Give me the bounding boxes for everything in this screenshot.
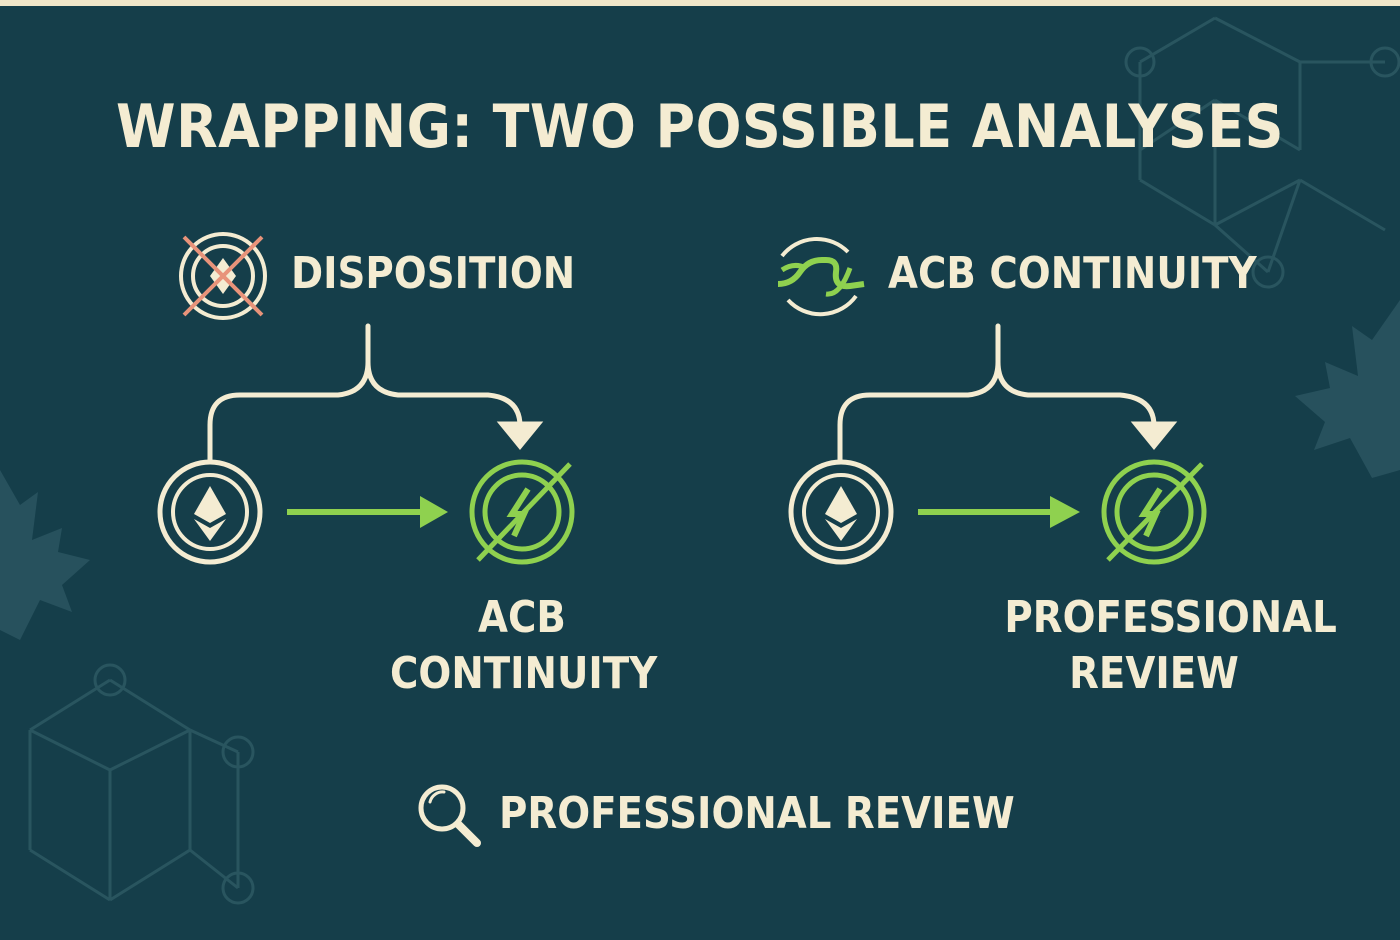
ethereum-coin-icon (788, 459, 894, 565)
right-result-line1: PROFESSIONAL (1004, 592, 1337, 643)
maple-leaf-left (0, 470, 90, 640)
wrapped-token-icon (469, 459, 575, 565)
right-result-label: PROFESSIONAL REVIEW (1004, 590, 1337, 702)
network-graphic-top-right (1124, 16, 1400, 289)
crossed-coin-icon (179, 232, 267, 320)
left-heading: DISPOSITION (291, 248, 576, 299)
continuity-wave-icon (777, 237, 865, 317)
left-split-brace (207, 323, 544, 465)
right-split-brace (837, 323, 1178, 465)
footer-label: PROFESSIONAL REVIEW (499, 788, 1015, 839)
left-result-label: ACB CONTINUITY (390, 590, 658, 702)
top-border (0, 0, 1400, 6)
magnifier-icon (418, 784, 481, 847)
maple-leaf-right (1295, 300, 1400, 478)
left-transfer-arrow (287, 496, 448, 528)
left-result-line2: CONTINUITY (390, 648, 658, 699)
right-heading: ACB CONTINUITY (888, 248, 1257, 299)
wrapped-token-icon (1101, 459, 1207, 565)
ethereum-coin-icon (157, 459, 263, 565)
diagram-title: WRAPPING: TWO POSSIBLE ANALYSES (116, 92, 1284, 162)
right-transfer-arrow (918, 496, 1080, 528)
left-result-line1: ACB (478, 592, 566, 643)
network-graphic-bottom-left (28, 663, 255, 905)
right-result-line2: REVIEW (1069, 648, 1239, 699)
